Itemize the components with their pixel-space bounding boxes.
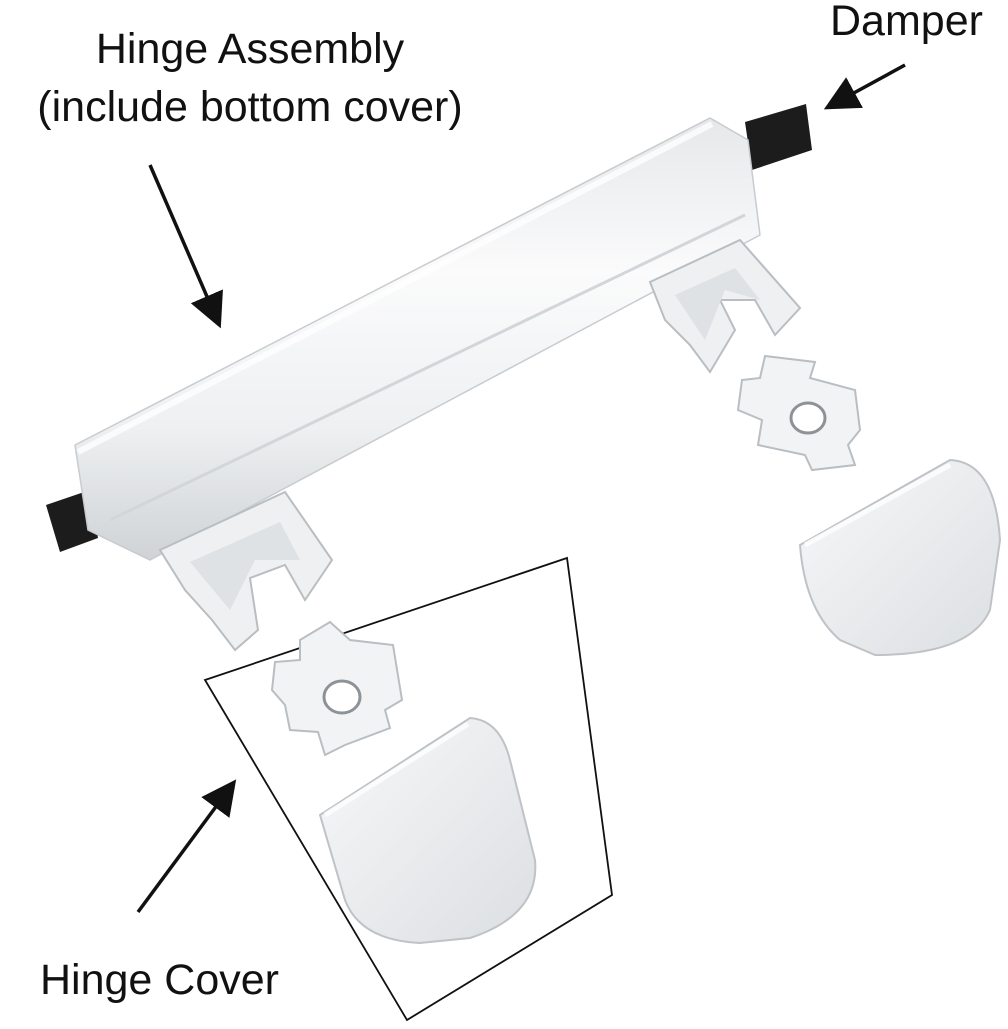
hinge-plate-right (736, 354, 862, 472)
hinge-cover-label: Hinge Cover (40, 956, 279, 1004)
hinge-cap-framed (318, 716, 537, 945)
hinge-cap-right (798, 458, 1002, 657)
hinge-cover-arrow (136, 779, 237, 914)
hinge-assembly-tube (74, 117, 761, 561)
hinge-assembly-arrow (148, 164, 223, 329)
hinge-bracket-left (158, 490, 334, 652)
hinge-assembly-sublabel: (include bottom cover) (37, 83, 463, 131)
damper-label: Damper (830, 0, 983, 45)
hinge-bracket-right (648, 238, 802, 374)
hinge-assembly-label: Hinge Assembly (95, 25, 405, 73)
damper-arrow (823, 63, 906, 110)
hinge-plate-framed (270, 620, 404, 757)
hinge-cover-frame (203, 556, 613, 1022)
damper-right-end (745, 104, 812, 170)
